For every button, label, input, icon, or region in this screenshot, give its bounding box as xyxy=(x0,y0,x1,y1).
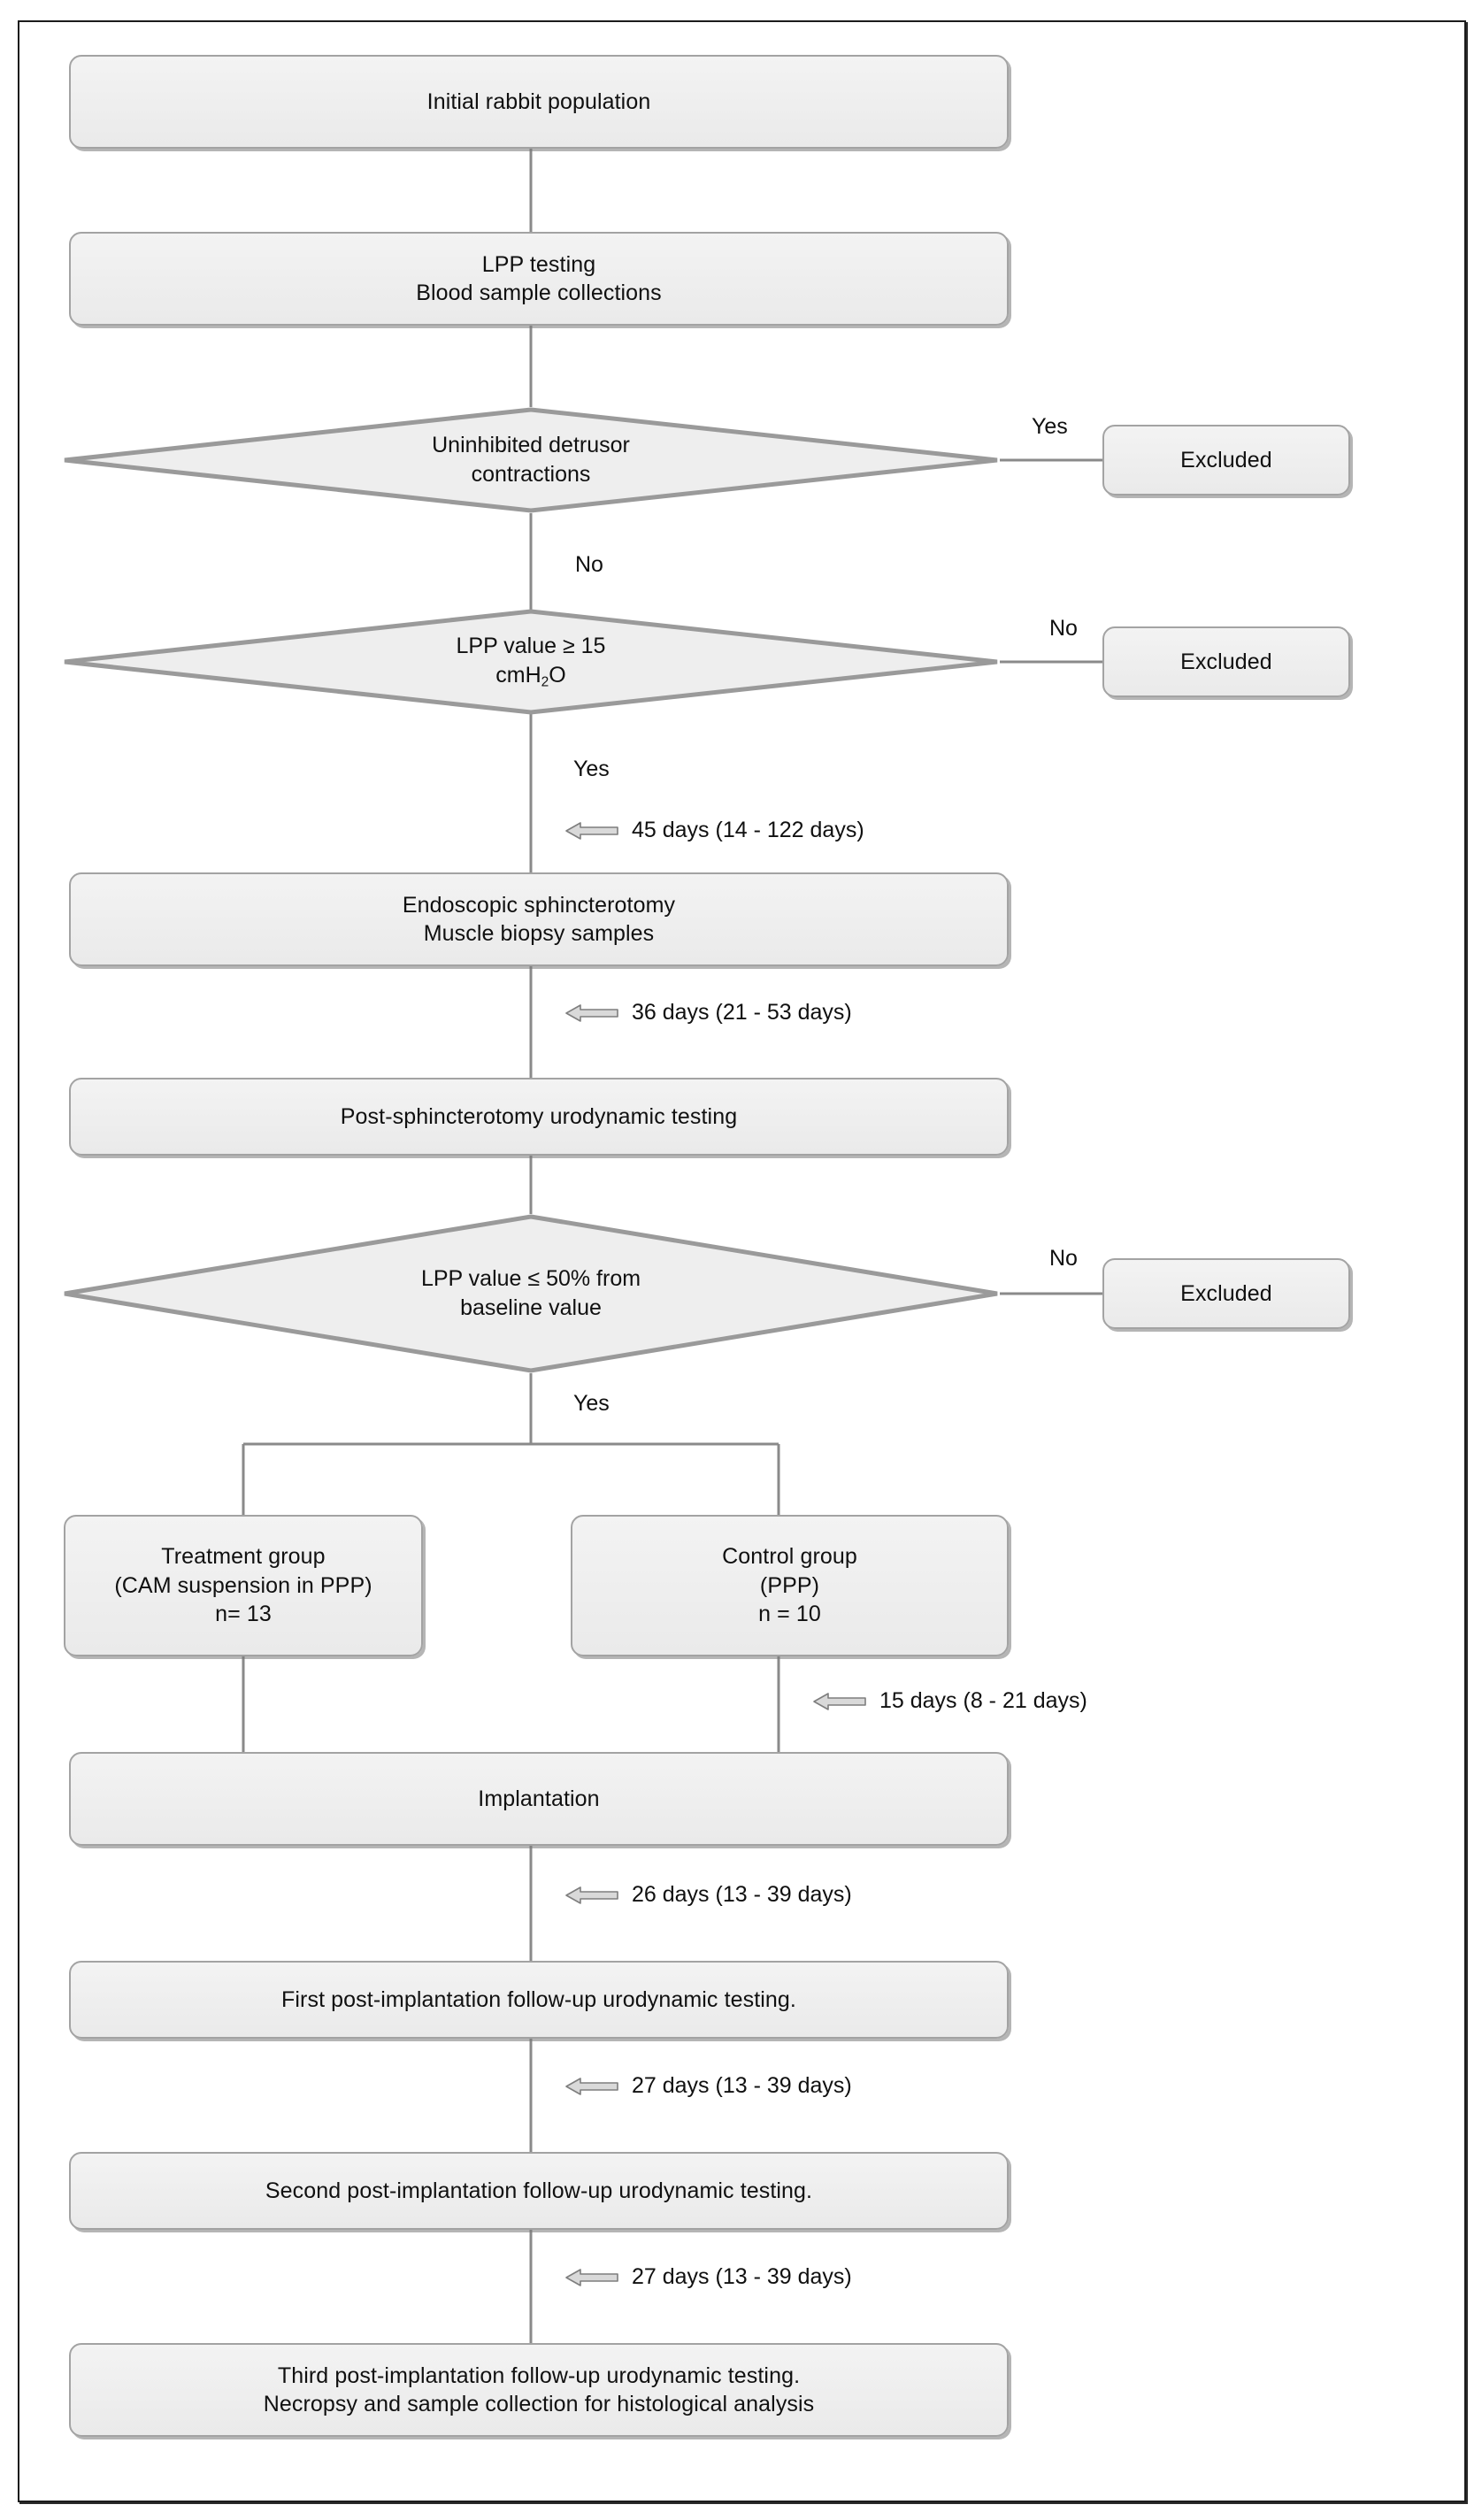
diamond-text: Uninhibited detrusor contractions xyxy=(62,407,1000,513)
interval-label: 36 days (21 - 53 days) xyxy=(632,1000,852,1025)
node-initial-rabbit-population[interactable]: Initial rabbit population xyxy=(69,55,1009,149)
node-implantation[interactable]: Implantation xyxy=(69,1752,1009,1846)
node-label: Implantation xyxy=(478,1786,600,1811)
node-label-line1: LPP testing xyxy=(481,251,596,277)
edge-label-lpp15-no: No xyxy=(1049,616,1078,641)
cmh2o-pre: cmH xyxy=(495,663,541,688)
node-label-line3: n= 13 xyxy=(215,1602,272,1627)
node-label-line2: cmH2O xyxy=(495,661,565,692)
node-third-followup[interactable]: Third post-implantation follow-up urodyn… xyxy=(69,2343,1009,2437)
node-label-line2: contractions xyxy=(471,462,591,487)
interval-to-third-followup: 27 days (13 - 39 days) xyxy=(564,2264,852,2290)
interval-label: 27 days (13 - 39 days) xyxy=(632,2073,852,2098)
node-label-line1: Treatment group xyxy=(161,1544,326,1570)
node-endoscopic-sphincterotomy[interactable]: Endoscopic sphincterotomy Muscle biopsy … xyxy=(69,872,1009,966)
left-block-arrow-icon xyxy=(565,1003,618,1022)
node-treatment-group[interactable]: Treatment group (CAM suspension in PPP) … xyxy=(64,1515,423,1656)
left-block-arrow-icon xyxy=(565,821,618,840)
node-label-line2: Muscle biopsy samples xyxy=(423,921,655,946)
node-label-line1: LPP value ≥ 15 xyxy=(456,634,606,659)
interval-label: 26 days (13 - 39 days) xyxy=(632,1882,852,1907)
node-label-line1: Third post-implantation follow-up urodyn… xyxy=(277,2362,801,2388)
cmh2o-post: O xyxy=(549,663,566,688)
interval-to-sphincterotomy: 45 days (14 - 122 days) xyxy=(564,818,864,843)
node-label-line1: Endoscopic sphincterotomy xyxy=(402,892,676,918)
node-excluded-2[interactable]: Excluded xyxy=(1102,626,1350,697)
node-lpp-testing[interactable]: LPP testing Blood sample collections xyxy=(69,232,1009,326)
edge-label-lpp15-yes: Yes xyxy=(573,757,610,781)
node-control-group[interactable]: Control group (PPP) n = 10 xyxy=(571,1515,1009,1656)
interval-to-implantation: 15 days (8 - 21 days) xyxy=(812,1688,1087,1714)
left-block-arrow-icon xyxy=(565,1886,618,1904)
left-block-arrow-icon xyxy=(565,2077,618,2095)
node-label: Excluded xyxy=(1180,1280,1272,1306)
interval-label: 27 days (13 - 39 days) xyxy=(632,2264,852,2289)
node-label: Initial rabbit population xyxy=(426,88,651,114)
left-block-arrow-icon xyxy=(565,2268,618,2286)
interval-to-first-followup: 26 days (13 - 39 days) xyxy=(564,1882,852,1908)
edge-label-detrusor-yes: Yes xyxy=(1032,414,1068,439)
diamond-shape xyxy=(64,609,998,715)
edge-label-detrusor-no: No xyxy=(575,552,603,577)
cmh2o-subscript: 2 xyxy=(541,674,549,690)
node-label-line2: Necropsy and sample collection for histo… xyxy=(263,2392,815,2416)
node-label: Second post-implantation follow-up urody… xyxy=(265,2178,813,2203)
node-label-line3: n = 10 xyxy=(758,1602,821,1627)
node-label: Excluded xyxy=(1180,649,1272,674)
edge-label-lpp50-yes: Yes xyxy=(573,1391,610,1416)
node-label-line1: LPP value ≤ 50% from xyxy=(420,1266,641,1291)
diamond-shape xyxy=(64,1214,998,1373)
interval-label: 15 days (8 - 21 days) xyxy=(879,1688,1087,1713)
interval-label: 45 days (14 - 122 days) xyxy=(632,818,864,842)
node-label-line2: Blood sample collections xyxy=(416,280,662,305)
node-decision-lpp-value-le-50-percent[interactable]: LPP value ≤ 50% from baseline value xyxy=(62,1214,1000,1373)
node-label-line1: Uninhibited detrusor xyxy=(432,433,630,457)
node-label-line1: Control group xyxy=(722,1544,857,1570)
node-decision-uninhibited-detrusor-contractions[interactable]: Uninhibited detrusor contractions xyxy=(62,407,1000,513)
diamond-shape xyxy=(64,407,998,513)
interval-to-second-followup: 27 days (13 - 39 days) xyxy=(564,2073,852,2099)
node-label: First post-implantation follow-up urodyn… xyxy=(281,1986,796,2012)
left-block-arrow-icon xyxy=(813,1692,866,1710)
diamond-text: LPP value ≥ 15 cmH2O xyxy=(62,609,1000,715)
node-label: Excluded xyxy=(1180,447,1272,472)
node-label-line2: (CAM suspension in PPP) xyxy=(114,1572,372,1598)
interval-to-post-sphincterotomy: 36 days (21 - 53 days) xyxy=(564,1000,852,1026)
node-excluded-3[interactable]: Excluded xyxy=(1102,1258,1350,1329)
node-second-followup[interactable]: Second post-implantation follow-up urody… xyxy=(69,2152,1009,2230)
node-label-line2: baseline value xyxy=(460,1295,602,1320)
node-first-followup[interactable]: First post-implantation follow-up urodyn… xyxy=(69,1961,1009,2039)
node-label: Post-sphincterotomy urodynamic testing xyxy=(340,1103,738,1129)
diamond-text: LPP value ≤ 50% from baseline value xyxy=(62,1214,1000,1373)
node-decision-lpp-value-ge-15[interactable]: LPP value ≥ 15 cmH2O xyxy=(62,609,1000,715)
node-label-line2: (PPP) xyxy=(759,1572,820,1598)
node-post-sphincterotomy-urodynamic-testing[interactable]: Post-sphincterotomy urodynamic testing xyxy=(69,1078,1009,1156)
edge-label-lpp50-no: No xyxy=(1049,1246,1078,1271)
node-excluded-1[interactable]: Excluded xyxy=(1102,425,1350,496)
